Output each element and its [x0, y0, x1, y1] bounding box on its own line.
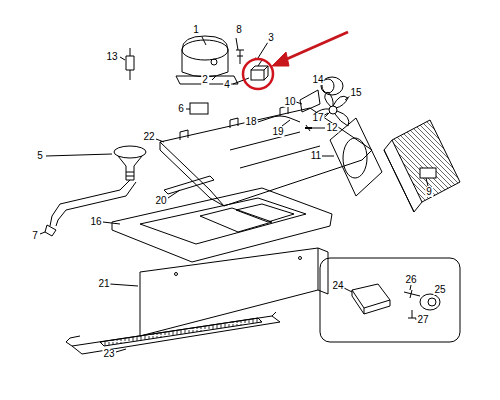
drain-funnel — [114, 146, 146, 180]
leader-line — [110, 284, 138, 286]
leader-line — [103, 222, 120, 224]
callout-number: 14 — [311, 75, 324, 85]
leader-line — [116, 349, 126, 352]
leader-line — [40, 232, 45, 234]
wire-harness — [258, 116, 300, 122]
screw — [236, 50, 244, 64]
compressor — [176, 36, 238, 84]
relay — [251, 66, 268, 80]
callout-number: 7 — [31, 231, 39, 241]
callout-number: 8 — [235, 25, 243, 35]
leader-line — [168, 190, 180, 198]
pointer-arrowhead — [272, 52, 289, 66]
inset-frame — [320, 258, 460, 342]
tube-end — [45, 225, 56, 236]
condenser-coil — [384, 120, 460, 212]
clip-block — [190, 103, 208, 114]
bracket-bar — [164, 176, 214, 194]
callout-number: 1 — [192, 25, 200, 35]
leader-line — [410, 285, 411, 290]
control-knob — [420, 294, 440, 310]
callout-number: 25 — [433, 285, 446, 295]
callout-number: 9 — [425, 187, 433, 197]
callout-number: 21 — [97, 279, 110, 289]
callout-number: 11 — [310, 151, 322, 161]
capacitor — [126, 48, 134, 80]
callout-number: 20 — [154, 196, 167, 206]
callout-number: 3 — [267, 33, 275, 43]
relay — [251, 70, 264, 80]
callout-number: 18 — [244, 117, 257, 127]
callout-number: 19 — [271, 127, 284, 137]
pointer-arrow — [280, 32, 348, 62]
callout-number: 23 — [102, 349, 115, 359]
callout-number: 16 — [89, 217, 102, 227]
leader-line — [120, 57, 125, 60]
leader-line — [46, 154, 112, 156]
callout-number: 6 — [177, 104, 185, 114]
callout-number: 12 — [325, 123, 338, 133]
leader-line — [426, 178, 428, 186]
leader-line — [322, 156, 334, 157]
control-module — [352, 284, 390, 314]
callout-number: 22 — [142, 132, 155, 142]
leader-line — [156, 139, 164, 142]
callout-number: 27 — [416, 315, 429, 325]
callout-number: 24 — [331, 281, 344, 291]
callout-number: 17 — [311, 113, 324, 123]
callout-number: 10 — [283, 97, 296, 107]
callout-number: 15 — [349, 88, 362, 98]
callout-number: 2 — [201, 75, 209, 85]
screw — [404, 290, 420, 298]
highlight-circle — [243, 59, 273, 89]
callout-number: 13 — [105, 52, 118, 62]
leader-line — [296, 81, 350, 116]
callout-number: 5 — [36, 151, 44, 161]
leader-line — [344, 288, 352, 292]
callout-number: 26 — [404, 275, 417, 285]
screw — [408, 310, 416, 318]
toe-grille — [66, 312, 280, 354]
base-plate — [160, 106, 372, 206]
leader-line — [186, 109, 190, 110]
callout-number: 4 — [223, 80, 231, 90]
screw — [305, 127, 312, 129]
